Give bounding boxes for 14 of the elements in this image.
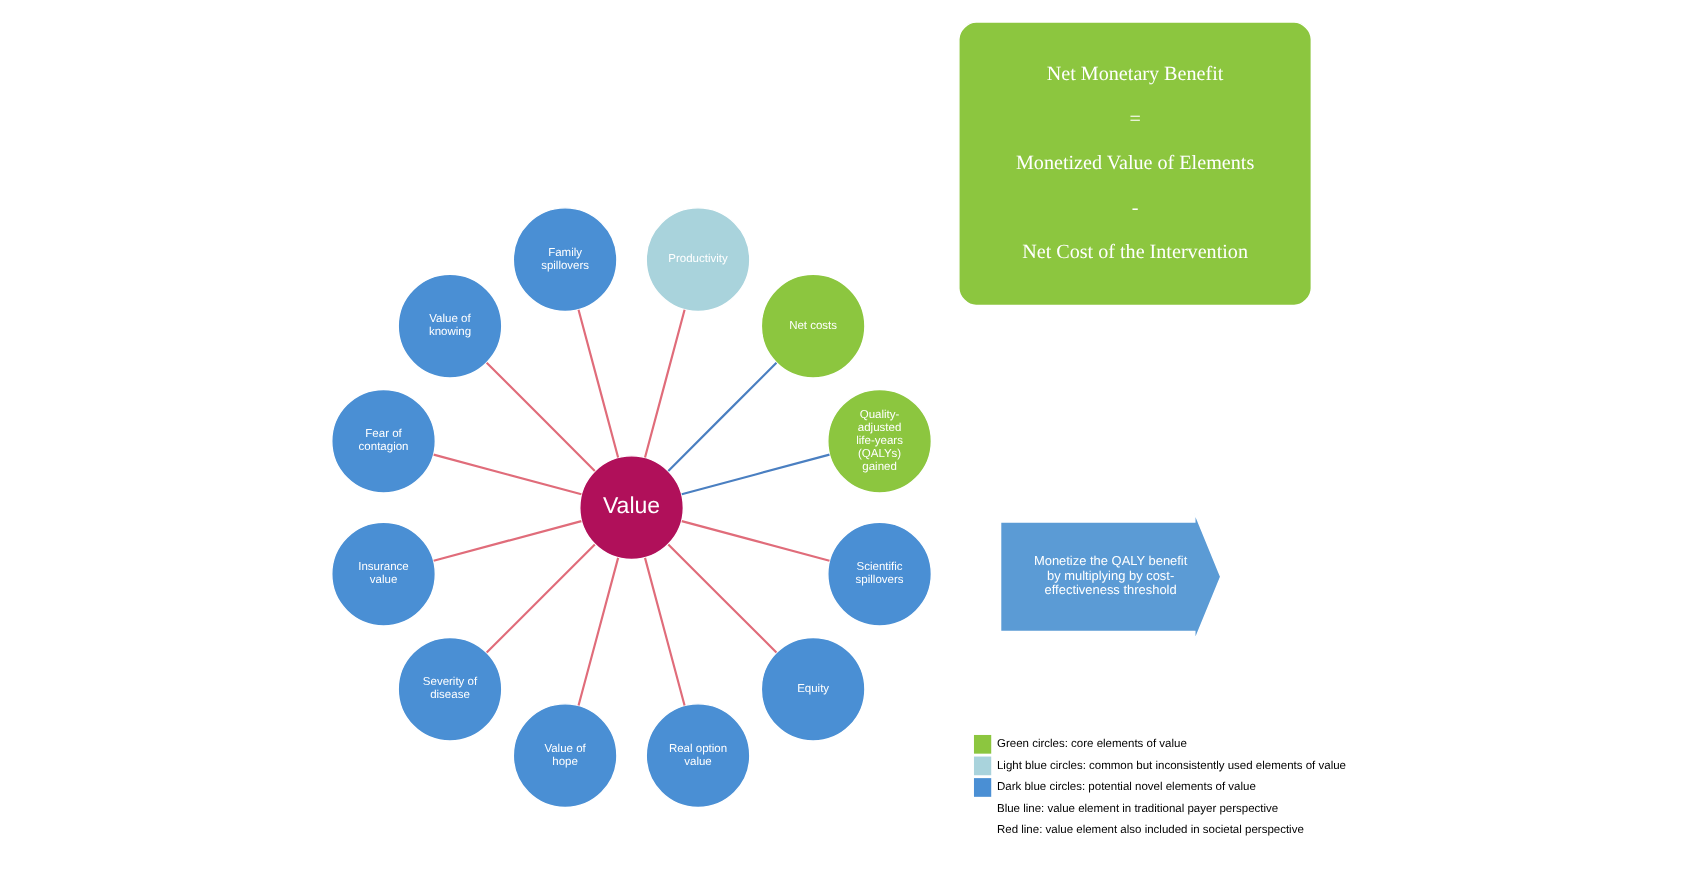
connector xyxy=(577,557,620,706)
connector xyxy=(643,309,686,458)
node-box: Net Monetary Benefit = Monetized Value of Elements - Net Cost of the Intervention xyxy=(958,21,1313,307)
connector xyxy=(485,362,596,472)
node-circle: Value xyxy=(579,455,685,561)
connector xyxy=(433,453,582,496)
connector xyxy=(681,453,830,496)
connector xyxy=(643,557,686,706)
connector xyxy=(433,520,582,562)
connector xyxy=(667,543,778,654)
connector xyxy=(577,309,620,458)
connector xyxy=(485,543,596,654)
connector xyxy=(667,362,778,472)
connector xyxy=(681,520,830,562)
